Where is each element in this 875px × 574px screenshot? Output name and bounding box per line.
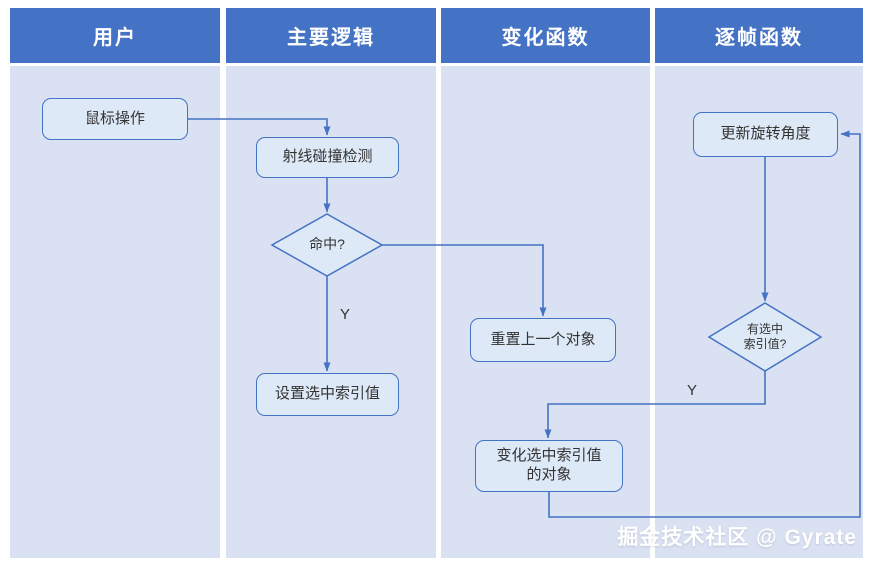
- lane-body-user: [10, 66, 220, 558]
- lane-title-user: 用户: [93, 27, 137, 49]
- lane-header-per-frame-function: 逐帧函数: [655, 8, 863, 63]
- lane-title-main-logic: 主要逻辑: [287, 27, 375, 49]
- decision-has-index-label: 有选中索引值?: [743, 322, 787, 351]
- node-set-selected-index: 设置选中索引值: [256, 373, 399, 416]
- lane-title-change-function: 变化函数: [501, 27, 590, 49]
- lane-main-logic: 主要逻辑: [226, 8, 436, 558]
- watermark-text: 掘金技术社区 @ Gyrate: [617, 526, 857, 549]
- node-raycast-detection: 射线碰撞检测: [256, 137, 399, 178]
- lane-user: 用户: [10, 8, 220, 558]
- node-mouse-operation: 鼠标操作: [42, 98, 188, 140]
- lane-per-frame-function: 逐帧函数: [655, 8, 863, 558]
- lane-header-main-logic: 主要逻辑: [226, 8, 436, 63]
- lane-header-user: 用户: [10, 8, 220, 63]
- node-change-selected-object: 变化选中索引值的对象: [475, 440, 623, 492]
- node-update-rotation: 更新旋转角度: [693, 112, 838, 157]
- lane-title-per-frame-function: 逐帧函数: [715, 27, 803, 49]
- edge-label-hit-yes: Y: [340, 306, 351, 323]
- lane-header-change-function: 变化函数: [441, 8, 650, 63]
- edge-label-has-index-yes: Y: [687, 382, 698, 399]
- node-reset-previous-object: 重置上一个对象: [470, 318, 616, 362]
- decision-hit-label: 命中?: [309, 236, 345, 253]
